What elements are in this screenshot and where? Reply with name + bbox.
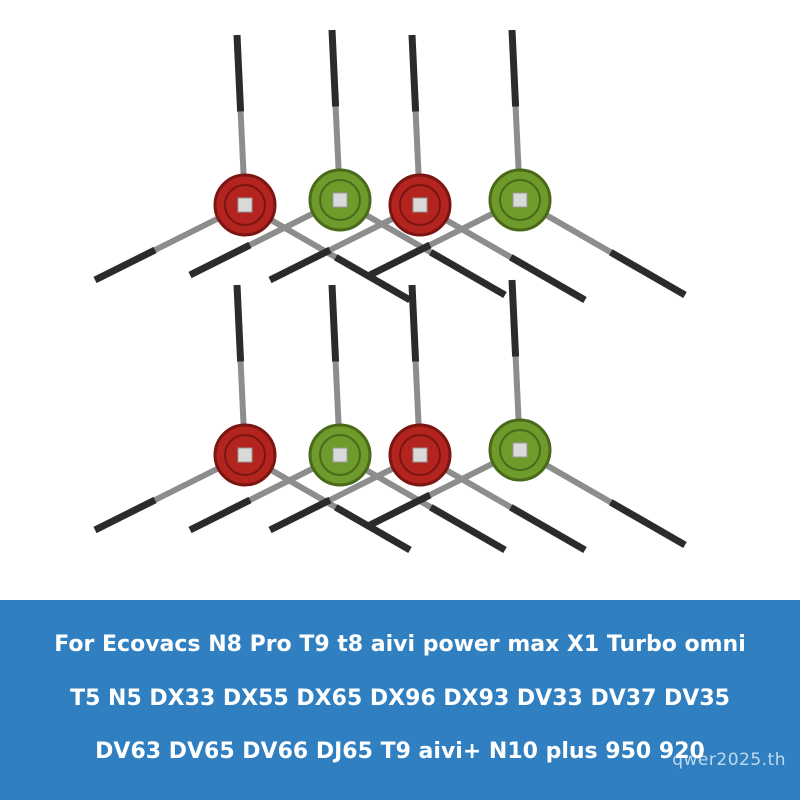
brush-bristles <box>268 496 332 534</box>
brush-bristles <box>328 29 340 107</box>
side-brush-8 <box>368 279 687 549</box>
side-brush-4 <box>368 29 687 299</box>
brush-bristles <box>508 279 520 357</box>
brush-bristles <box>233 34 245 112</box>
side-brush-2 <box>188 29 507 299</box>
brush-bristles <box>334 254 412 304</box>
brush-hub-ring <box>319 434 361 476</box>
brush-hub-socket <box>512 192 528 208</box>
brush-hub-socket <box>412 197 428 213</box>
brush-bristles <box>408 284 420 362</box>
brush-bristles <box>408 34 420 112</box>
brush-hub-socket <box>512 442 528 458</box>
brush-hub-socket <box>237 197 253 213</box>
brush-bristles <box>233 284 245 362</box>
brush-hub-ring <box>399 434 441 476</box>
caption-line-2: T5 N5 DX33 DX55 DX65 DX96 DX93 DV33 DV37… <box>70 686 730 711</box>
side-brush-5 <box>93 284 412 554</box>
brush-hub-ring <box>499 429 541 471</box>
brush-hub-ring <box>499 179 541 221</box>
brush-bristles <box>609 499 687 549</box>
caption-line-1: For Ecovacs N8 Pro T9 t8 aivi power max … <box>54 632 746 657</box>
side-brushes-illustration <box>93 29 687 554</box>
side-brush-3 <box>268 34 587 304</box>
watermark: qwer2025.th <box>672 750 786 770</box>
brush-bristles <box>268 246 332 284</box>
product-photo <box>93 29 687 554</box>
brush-bristles <box>429 249 507 299</box>
brush-bristles <box>509 254 587 304</box>
brush-hub-socket <box>332 192 348 208</box>
brush-hub-socket <box>412 447 428 463</box>
brush-hub-ring <box>224 434 266 476</box>
brush-bristles <box>188 496 252 534</box>
caption-line-3: DV63 DV65 DV66 DJ65 T9 aivi+ N10 plus 95… <box>95 739 705 764</box>
brush-bristles <box>368 241 432 279</box>
brush-hub-socket <box>332 447 348 463</box>
brush-bristles <box>508 29 520 107</box>
caption-banner: For Ecovacs N8 Pro T9 t8 aivi power max … <box>0 600 800 800</box>
brush-bristles <box>93 246 157 284</box>
brush-bristles <box>429 504 507 554</box>
brush-bristles <box>328 284 340 362</box>
brush-bristles <box>368 491 432 529</box>
brush-hub-ring <box>224 184 266 226</box>
side-brush-7 <box>268 284 587 554</box>
brush-hub-ring <box>319 179 361 221</box>
brush-bristles <box>334 504 412 554</box>
brush-bristles <box>188 241 252 279</box>
brush-bristles <box>609 249 687 299</box>
brush-hub-socket <box>237 447 253 463</box>
brush-bristles <box>509 504 587 554</box>
side-brush-1 <box>93 34 412 304</box>
brush-hub-ring <box>399 184 441 226</box>
brush-bristles <box>93 496 157 534</box>
